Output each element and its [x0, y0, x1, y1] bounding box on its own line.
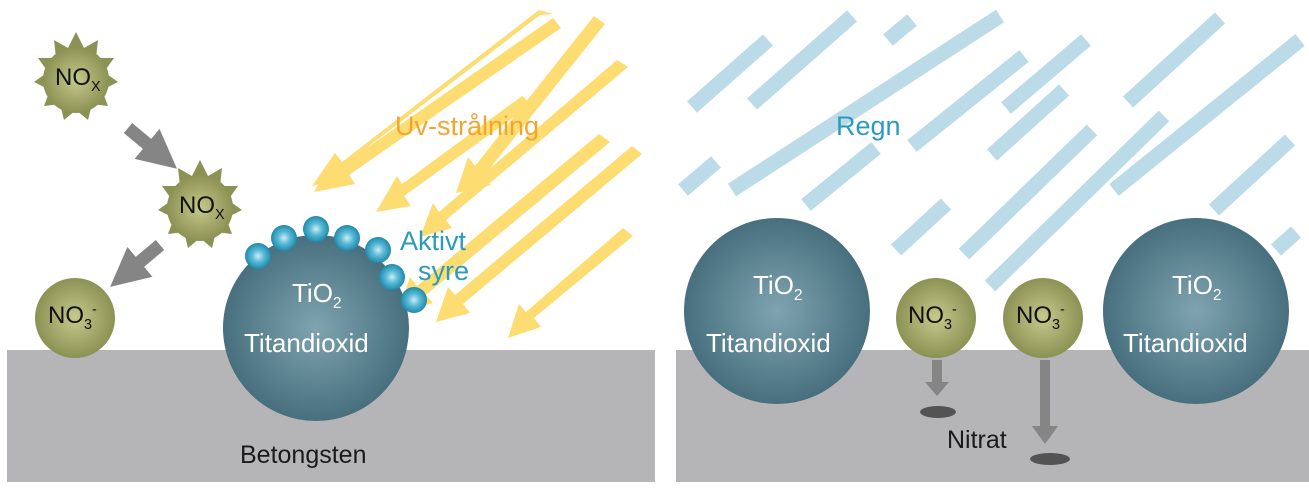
uv-arrow	[312, 10, 553, 186]
rain-streak	[801, 142, 881, 211]
nox-mid-label: NOX	[179, 192, 225, 223]
rain-streak	[1270, 226, 1302, 256]
rain-streak	[1109, 34, 1305, 196]
rain-streak	[727, 9, 1005, 197]
rain-streak	[907, 50, 1029, 152]
nox-molecule-mid	[158, 160, 242, 248]
rain-streak	[1208, 134, 1296, 216]
rain-streak	[678, 156, 721, 196]
tio2-left-name: Titandioxid	[244, 328, 369, 358]
left-panel	[7, 10, 655, 482]
tio2-right-b-name: Titandioxid	[1123, 328, 1248, 358]
arrow-nox-to-no3	[110, 240, 165, 287]
no3-a-label: NO3-	[908, 302, 957, 333]
rain-streak	[1001, 34, 1091, 114]
nox-molecule-top	[34, 32, 118, 120]
sediment-dots	[920, 406, 1070, 465]
tio2-sphere-right-a	[684, 218, 870, 404]
tio2-sphere-right-b	[1103, 218, 1289, 404]
rain-streak	[687, 34, 773, 113]
rain-streak	[1122, 12, 1226, 108]
uv-arrow	[314, 18, 561, 192]
oxygen-label-1: Aktivt	[400, 226, 467, 256]
oxygen-bubble-icon	[303, 216, 329, 242]
right-panel	[676, 9, 1309, 482]
tio2-right-b-formula: TiO2	[1172, 270, 1222, 305]
no3-particle-a	[896, 278, 976, 358]
nox-top-label: NOX	[55, 64, 101, 95]
molecule-core	[43, 47, 109, 113]
uv-arrow	[508, 228, 633, 338]
uv-arrow	[420, 60, 628, 237]
rain-streak	[984, 110, 1170, 292]
no3-b-label: NO3-	[1016, 302, 1065, 333]
reaction-arrows	[110, 123, 177, 287]
rain-streak	[747, 10, 857, 110]
rain-streak	[958, 124, 1098, 260]
oxygen-bubble-icon	[379, 264, 405, 290]
rain-streak	[986, 84, 1070, 161]
oxygen-bubbles	[245, 216, 427, 313]
down-arrow-icon	[1032, 360, 1058, 444]
tio2-right-a-name: Titandioxid	[706, 328, 831, 358]
rain-streak	[890, 198, 952, 256]
tio2-sphere-left	[223, 235, 409, 421]
uv-arrow	[398, 134, 610, 313]
oxygen-bubble-icon	[245, 243, 271, 269]
rain-streak	[883, 14, 917, 46]
no3-left-label: NO3-	[48, 302, 97, 333]
down-arrow-icon	[925, 360, 949, 396]
oxygen-bubble-icon	[365, 237, 391, 263]
uv-label: Uv-strålning	[395, 111, 540, 141]
rain-streaks	[678, 9, 1305, 292]
ground-label: Betongsten	[240, 441, 367, 469]
oxygen-bubble-icon	[334, 225, 360, 251]
rain-label: Regn	[836, 111, 901, 141]
down-arrows	[925, 360, 1058, 444]
nitrate-label: Nitrat	[947, 426, 1007, 454]
sediment-icon	[920, 406, 956, 418]
uv-rays	[312, 10, 642, 338]
oxygen-label-2: syre	[418, 256, 470, 286]
uv-arrow	[376, 96, 532, 212]
tio2-left-formula: TiO2	[292, 278, 342, 313]
sediment-icon	[1030, 453, 1070, 465]
oxygen-bubble-icon	[401, 287, 427, 313]
uv-arrow	[436, 146, 642, 322]
tio2-right-a-formula: TiO2	[753, 270, 803, 305]
molecule-core	[167, 175, 233, 241]
arrow-nox-to-nox	[123, 123, 177, 169]
no3-particle-b	[1003, 278, 1083, 358]
no3-particle-left	[35, 278, 115, 358]
oxygen-bubble-icon	[271, 225, 297, 251]
uv-arrow	[456, 16, 605, 193]
